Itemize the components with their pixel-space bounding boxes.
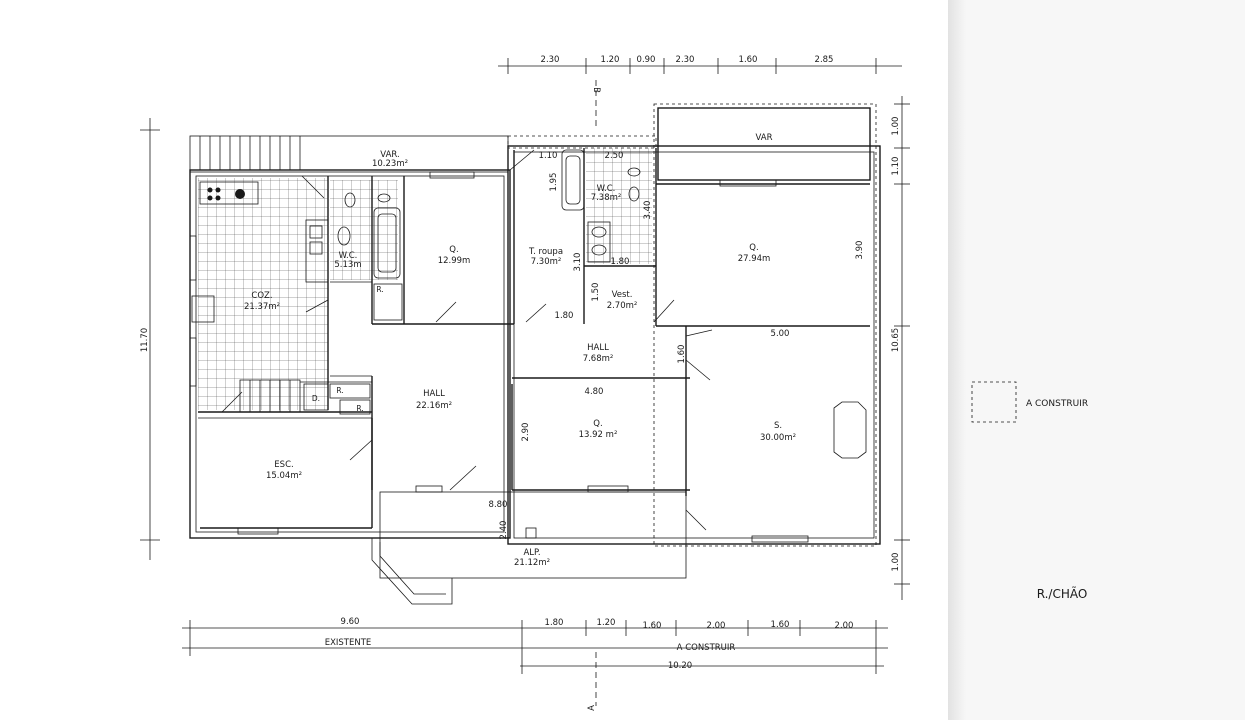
mark-r2: R. bbox=[356, 404, 363, 413]
dim-150: 1.50 bbox=[591, 283, 601, 302]
dim-bottom-6: 2.00 bbox=[835, 621, 854, 631]
room-area-q2: 27.94m bbox=[738, 254, 771, 264]
room-name-alp: ALP. bbox=[523, 548, 540, 558]
room-name-esc: ESC. bbox=[274, 460, 293, 470]
dim-195: 1.95 bbox=[549, 173, 559, 192]
scan-margin bbox=[948, 0, 1245, 720]
dim-existing-total: 9.60 bbox=[341, 617, 360, 627]
dim-bottom-2: 1.20 bbox=[597, 618, 616, 628]
mark-r3: R. bbox=[376, 285, 383, 294]
dim-500: 5.00 bbox=[771, 329, 790, 339]
room-name-wc2: W.C. bbox=[597, 184, 616, 194]
room-area-alp: 21.12m² bbox=[514, 558, 550, 568]
room-labels: VAR. 10.23m² VAR COZ. 21.37m² W.C. 5.13m… bbox=[244, 133, 796, 568]
room-name-coz: COZ. bbox=[251, 291, 272, 301]
room-name-wc1: W.C. bbox=[339, 251, 358, 261]
room-area-sala: 30.00m² bbox=[760, 433, 796, 443]
room-name-sala: S. bbox=[774, 421, 782, 431]
room-area-hall-main: 22.16m² bbox=[416, 401, 452, 411]
dim-340: 3.40 bbox=[643, 201, 653, 220]
dim-110: 1.10 bbox=[539, 151, 558, 161]
dim-180b: 1.80 bbox=[555, 311, 574, 321]
dimension-lines bbox=[140, 58, 910, 706]
dim-310: 3.10 bbox=[573, 253, 583, 272]
dim-right-5: 1.00 bbox=[891, 553, 901, 572]
legend-label: A CONSTRUIR bbox=[1026, 399, 1088, 409]
dimension-labels: 2.30 1.20 0.90 2.30 1.60 2.85 1.80 1.20 … bbox=[140, 55, 901, 671]
dim-bottom-1: 1.80 bbox=[545, 618, 564, 628]
dim-left-total: 11.70 bbox=[140, 328, 150, 352]
dim-bottom-3: 1.60 bbox=[643, 621, 662, 631]
label-a-construir-bottom: A CONSTRUIR bbox=[677, 643, 736, 653]
room-name-q3: Q. bbox=[593, 419, 602, 429]
dim-right-2: 1.10 bbox=[891, 157, 901, 176]
dim-160: 1.60 bbox=[677, 345, 687, 364]
room-name-q1: Q. bbox=[449, 245, 458, 255]
dim-top-6: 2.85 bbox=[815, 55, 834, 65]
dim-top-3: 0.90 bbox=[637, 55, 656, 65]
room-area-var-left: 10.23m² bbox=[372, 159, 408, 169]
room-area-coz: 21.37m² bbox=[244, 302, 280, 312]
windows bbox=[189, 171, 809, 543]
room-name-hall-main: HALL bbox=[423, 389, 445, 399]
dim-880: 8.80 bbox=[489, 500, 508, 510]
dim-right-3: 3.90 bbox=[855, 241, 865, 260]
sanitary-fixtures bbox=[199, 149, 641, 283]
room-name-var-left: VAR. bbox=[380, 150, 399, 160]
room-name-var-right: VAR bbox=[756, 133, 773, 143]
label-existente: EXISTENTE bbox=[325, 638, 372, 648]
dim-right-4: 10.65 bbox=[891, 328, 901, 352]
mark-d: D. bbox=[312, 394, 320, 403]
section-mark-a: A bbox=[587, 705, 597, 711]
kitchen-tiles bbox=[198, 148, 652, 410]
dim-top-4: 2.30 bbox=[676, 55, 695, 65]
room-area-troupa: 7.30m² bbox=[531, 257, 562, 267]
drawing-title: R./CHÃO bbox=[1037, 586, 1088, 601]
room-area-wc2: 7.38m² bbox=[591, 193, 622, 203]
dim-top-1: 2.30 bbox=[541, 55, 560, 65]
dim-180a: 1.80 bbox=[611, 257, 630, 267]
section-mark-b: B bbox=[591, 87, 601, 93]
room-name-q2: Q. bbox=[749, 243, 758, 253]
room-area-q1: 12.99m bbox=[438, 256, 471, 266]
dim-right-1: 1.00 bbox=[891, 117, 901, 136]
room-name-troupa: T. roupa bbox=[528, 247, 563, 257]
dim-290: 2.90 bbox=[521, 423, 531, 442]
door-swings bbox=[221, 149, 713, 531]
dim-250: 2.50 bbox=[605, 151, 624, 161]
room-area-wc1: 5.13m bbox=[334, 260, 361, 270]
page-edge-shadow bbox=[948, 0, 966, 720]
mark-r1: R. bbox=[336, 386, 343, 395]
dim-bottom-5: 1.60 bbox=[771, 620, 790, 630]
legend-dashed-box bbox=[971, 381, 1017, 423]
dim-top-2: 1.20 bbox=[601, 55, 620, 65]
room-name-hall-right: HALL bbox=[587, 343, 609, 353]
dim-240: 2.40 bbox=[499, 521, 509, 540]
room-area-q3: 13.92 m² bbox=[579, 430, 618, 440]
room-area-hall-right: 7.68m² bbox=[583, 354, 614, 364]
room-area-vest: 2.70m² bbox=[607, 301, 638, 311]
dim-top-5: 1.60 bbox=[739, 55, 758, 65]
dim-new-total: 10.20 bbox=[668, 661, 692, 671]
dim-bottom-4: 2.00 bbox=[707, 621, 726, 631]
room-area-esc: 15.04m² bbox=[266, 471, 302, 481]
room-name-vest: Vest. bbox=[612, 290, 633, 300]
dim-480: 4.80 bbox=[585, 387, 604, 397]
